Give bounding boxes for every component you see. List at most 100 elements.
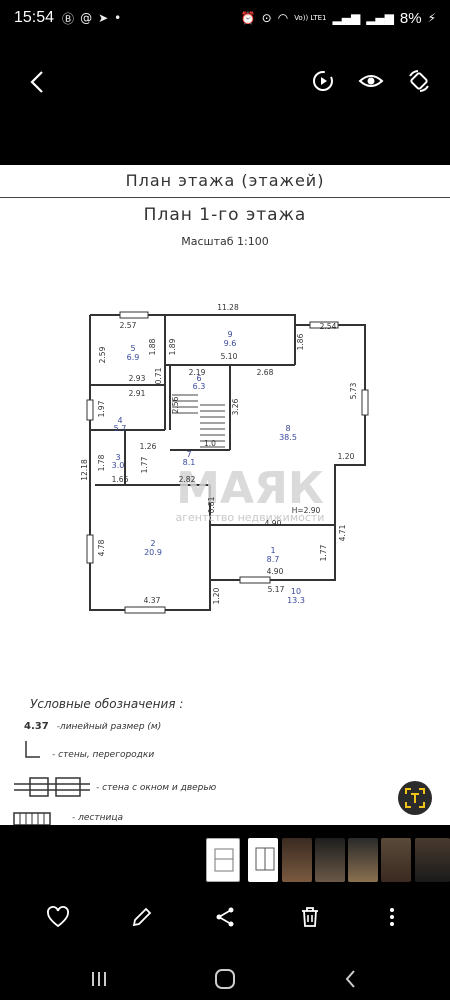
staircase (172, 394, 225, 448)
room-area: 6.9 (127, 353, 140, 362)
dim-label: 2.56 (171, 396, 180, 413)
dim-label: 5.17 (268, 585, 285, 594)
back-nav-icon[interactable] (338, 966, 364, 992)
dim-label: 2.57 (120, 321, 137, 330)
legend-item-text: - лестница (72, 813, 123, 823)
thumbnail-plan-1[interactable] (206, 838, 240, 882)
room-number: 5 (130, 344, 135, 353)
header-divider (0, 197, 450, 198)
dim-label: 4.71 (338, 524, 347, 541)
thumbnail-plan-2-selected[interactable] (248, 838, 278, 882)
recent-apps-icon[interactable] (86, 966, 112, 992)
legend-item: 4.37 -линейный размер (м) (24, 721, 161, 732)
dim-label: 0.81 (207, 496, 216, 513)
back-arrow-icon[interactable] (22, 66, 54, 98)
legend-item: - стена с окном и дверью (96, 783, 216, 793)
thumbnail-photo[interactable] (348, 838, 378, 882)
pencil-icon[interactable] (130, 905, 154, 929)
dim-label: 1.0 (204, 439, 216, 448)
dim-label: 1.88 (148, 338, 157, 355)
dim-label: 1.26 (140, 442, 157, 451)
signal-icon-2: ▂▄▆ (366, 11, 394, 25)
legend-item-text: - стены, перегородки (52, 750, 155, 760)
room-number: 4 (117, 416, 122, 425)
dim-label: 1.66 (112, 475, 129, 484)
thumbnail-photo[interactable] (381, 838, 411, 882)
watermark-sub: агентство недвижимости (176, 511, 325, 524)
room-number: 7 (186, 450, 191, 459)
remaster-icon[interactable] (310, 68, 336, 94)
legend-item-text: -линейный размер (м) (56, 721, 162, 732)
dim-label: 2.54 (320, 322, 337, 331)
telegram-icon: ➤ (98, 11, 109, 25)
share-icon[interactable] (213, 905, 237, 929)
eye-icon[interactable] (358, 68, 384, 94)
room-number: 10 (291, 587, 301, 596)
data-saver-icon: ⊙ (261, 11, 272, 25)
rotate-icon[interactable] (406, 68, 432, 94)
room-area: 8.7 (267, 555, 280, 564)
room-number: 9 (227, 330, 232, 339)
more-vertical-icon[interactable] (380, 905, 404, 929)
signal-icon: ▂▄▆ (332, 11, 361, 25)
thumbnail-photo[interactable] (282, 838, 312, 882)
dim-label: 2.68 (257, 368, 274, 377)
alarm-icon: ⏰ (240, 11, 256, 25)
dim-label: 1.86 (296, 333, 305, 350)
battery-charging-icon: ⚡ (427, 11, 436, 25)
legend-item: - лестница (72, 813, 123, 823)
legend-symbols (13, 741, 90, 825)
document-header: План этажа (этажей) (125, 171, 325, 190)
watermark-main: МАЯК (176, 463, 324, 514)
trash-icon[interactable] (298, 905, 322, 929)
dim-label: 2.59 (98, 346, 107, 363)
room-area: 13.3 (287, 596, 305, 605)
windows (86, 311, 369, 614)
dim-label: 1.77 (140, 456, 149, 473)
room-number: 2 (150, 539, 155, 548)
legend-item: - стены, перегородки (52, 750, 154, 760)
dim-label: 1.78 (97, 454, 106, 471)
dim-label: H=2.90 (292, 506, 321, 515)
system-nav-bar (0, 960, 450, 1000)
dim-label: 2.91 (129, 389, 146, 398)
heart-icon[interactable] (46, 905, 70, 929)
room-number: 8 (285, 424, 290, 433)
dim-label: 5.10 (221, 352, 238, 361)
room-area: 3.0 (112, 461, 125, 470)
notification-b-icon: Ⓑ (62, 11, 75, 26)
room-number: 1 (270, 546, 275, 555)
dim-label: 2.93 (129, 374, 146, 383)
room-area: 9.6 (224, 339, 237, 348)
dim-label: 4.78 (97, 539, 106, 556)
plan-scale: Масштаб 1:100 (181, 235, 269, 248)
room-area: 38.5 (279, 433, 297, 442)
viewer-toolbar (0, 52, 450, 112)
home-icon[interactable] (212, 966, 238, 992)
dim-label: 4.90 (265, 519, 282, 528)
dim-label: 1.89 (168, 338, 177, 355)
room-number: 3 (115, 453, 120, 462)
room-number: 6 (196, 374, 201, 383)
dim-label: 1.20 (212, 587, 221, 604)
floor-plan-image[interactable]: План этажа (этажей) План 1-го этажа Масш… (0, 165, 450, 825)
notification-at-icon: @ (80, 11, 93, 25)
plan-title: План 1-го этажа (143, 205, 307, 225)
room-area: 5.7 (114, 424, 127, 433)
thumbnail-strip (0, 834, 450, 886)
dim-label: 2.19 (189, 368, 206, 377)
dim-label: 4.37 (144, 596, 161, 605)
legend-item-text: - стена с окном и дверью (96, 783, 217, 793)
bottom-action-bar (0, 895, 450, 939)
thumbnail-photo[interactable] (315, 838, 345, 882)
dim-label: 4.90 (267, 567, 284, 576)
text-extract-icon[interactable] (398, 781, 432, 815)
battery-level: 8% (399, 9, 422, 27)
dim-label: 5.73 (349, 382, 358, 399)
room-area: 8.1 (183, 458, 196, 467)
legend-item-num: 4.37 (24, 721, 49, 732)
dim-label: 1.20 (338, 452, 355, 461)
thumbnail-photo[interactable] (415, 838, 450, 882)
status-time: 15:54 (14, 9, 55, 26)
network-label: Vo)) LTE1 (294, 14, 327, 22)
